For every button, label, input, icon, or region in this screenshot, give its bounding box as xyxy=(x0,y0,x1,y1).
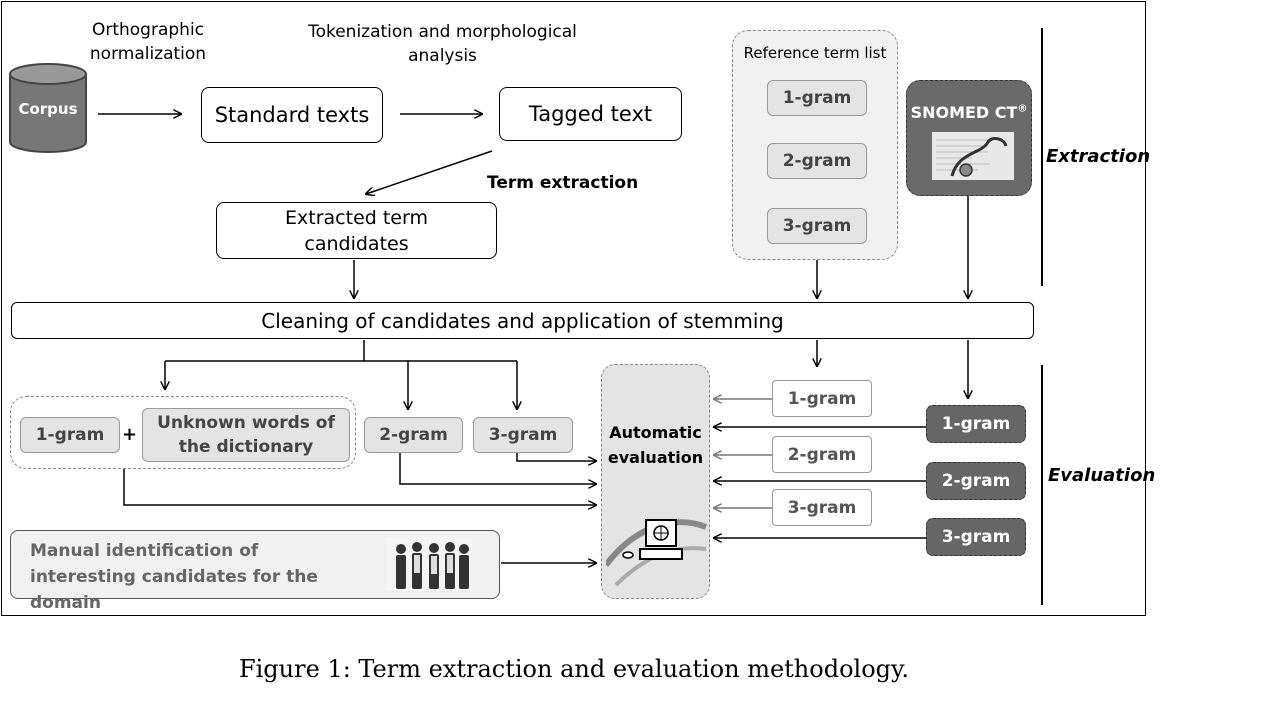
tagged-text-box: Tagged text xyxy=(499,87,682,141)
figure-caption: Figure 1: Term extraction and evaluation… xyxy=(238,655,910,683)
ref-2gram: 2-gram xyxy=(767,143,867,179)
cand-1gram: 1-gram xyxy=(20,417,120,453)
tokenization-label: Tokenization and morphological analysis xyxy=(308,22,577,66)
ref-3gram: 3-gram xyxy=(767,208,867,244)
evaluation-side-label: Evaluation xyxy=(1048,465,1156,486)
plus-sign: + xyxy=(122,424,138,445)
snomed-3gram: 3-gram xyxy=(926,518,1026,556)
extraction-side-label: Extraction xyxy=(1046,146,1151,167)
snomed-label: SNOMED CT® xyxy=(910,103,1028,122)
eval-ref-2gram: 2-gram xyxy=(772,436,872,473)
extracted-candidates-box: Extracted term candidates xyxy=(216,202,497,259)
cand-3gram: 3-gram xyxy=(473,417,573,453)
people-group-image-icon xyxy=(387,537,473,591)
extraction-stage-bar xyxy=(1041,28,1043,286)
stethoscope-image-icon xyxy=(932,132,1014,180)
corpus-label: Corpus xyxy=(18,100,78,118)
automatic-evaluation-label: Automatic evaluation xyxy=(607,423,704,467)
computer-icon xyxy=(606,519,708,587)
eval-ref-3gram: 3-gram xyxy=(772,489,872,526)
candidates-1gram-group xyxy=(10,396,356,469)
unknown-words-box: Unknown words of the dictionary xyxy=(142,408,350,462)
ortho-label: Orthographic normalization xyxy=(89,20,207,64)
term-extraction-label: Term extraction xyxy=(487,173,639,193)
cand-2gram: 2-gram xyxy=(364,417,463,453)
eval-ref-1gram: 1-gram xyxy=(772,380,872,417)
manual-identification-label: Manual identification of interesting can… xyxy=(30,541,318,613)
evaluation-stage-bar xyxy=(1041,365,1043,605)
snomed-1gram: 1-gram xyxy=(926,405,1026,443)
cleaning-stage-box: Cleaning of candidates and application o… xyxy=(11,302,1034,339)
diagram-frame xyxy=(1,1,1146,616)
snomed-2gram: 2-gram xyxy=(926,462,1026,500)
ref-1gram: 1-gram xyxy=(767,80,867,116)
reference-list-label: Reference term list xyxy=(743,44,887,62)
standard-texts-box: Standard texts xyxy=(201,87,383,143)
corpus-cylinder-icon xyxy=(9,63,87,153)
